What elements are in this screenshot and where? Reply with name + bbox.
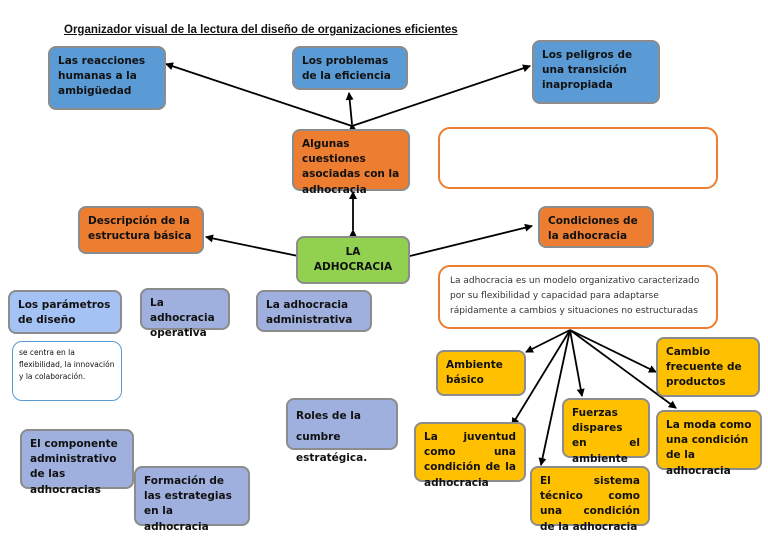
box-cuestiones-asociadas: Algunas cuestiones asociadas con la adho…: [292, 129, 410, 196]
arrow-to-ambiente: [525, 329, 571, 353]
arrow-to-fuerzas: [569, 329, 585, 397]
box-parametros-diseno: Los parámetros de diseño: [8, 290, 122, 334]
diagram-title: Organizador visual de la lectura del dis…: [64, 24, 458, 36]
note-parametros: se centra en la flexibilidad, la innovac…: [12, 341, 122, 401]
arrow-center-condiciones: [402, 223, 533, 262]
box-moda-condicion: La moda como una condición de la adhocra…: [656, 410, 762, 477]
arrow-to-sistema: [538, 329, 571, 466]
box-condiciones-adhocracia: Condiciones de la adhocracia: [538, 206, 654, 248]
arrow-to-peligros: [351, 64, 531, 127]
arrow-to-juventud: [511, 329, 571, 426]
box-problemas-eficiencia: Los problemas de la eficiencia: [292, 46, 408, 90]
box-juventud-condicion: La juventud como una condición de la adh…: [414, 422, 526, 489]
box-fuerzas-dispares: Fuerzas dispares en el ambiente: [562, 398, 650, 465]
box-cambio-frecuente: Cambio frecuente de productos: [656, 337, 760, 397]
box-ambiente-basico: Ambiente básico: [436, 350, 526, 396]
arrow-cuestiones-problemas: [345, 92, 357, 132]
box-adhocracia-operativa: La adhocracia operativa: [140, 288, 230, 339]
box-descripcion-estructura: Descripción de la estructura básica: [78, 206, 204, 254]
box-formacion-estrategias: Formación de las estrategias en la adhoc…: [134, 466, 250, 533]
box-adhocracia-administrativa: La adhocracia administrativa: [256, 290, 372, 332]
arrow-to-reacciones: [165, 62, 353, 127]
box-peligros-transicion: Los peligros de una transición inapropia…: [532, 40, 660, 104]
box-definicion-adhocracia: La adhocracia es un modelo organizativo …: [438, 265, 718, 329]
box-roles-cumbre: Roles de la cumbre estratégica.: [286, 398, 398, 464]
arrow-to-cambio: [569, 329, 657, 373]
box-la-adhocracia: LA ADHOCRACIA: [296, 236, 410, 284]
empty-orange-box: [438, 127, 718, 189]
arrow-center-descripcion: [205, 234, 306, 262]
box-sistema-tecnico: El sistema técnico como una condición de…: [530, 466, 650, 533]
box-componente-administrativo: El componente administrativo de las adho…: [20, 429, 134, 496]
box-reacciones-humanas: Las reacciones humanas a la ambigüedad: [48, 46, 166, 110]
